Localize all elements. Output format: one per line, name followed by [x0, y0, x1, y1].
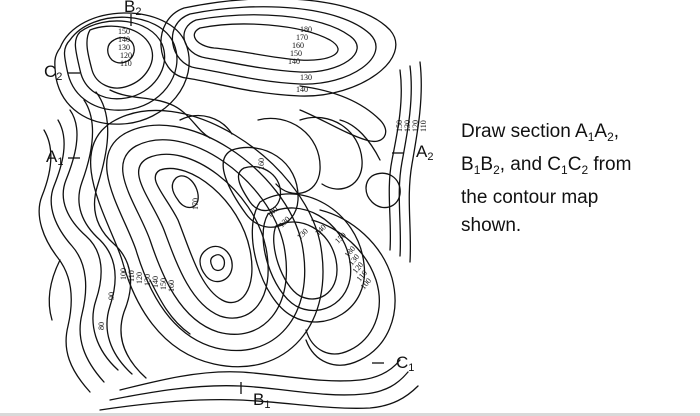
contour-map-figure: 150 140 130 120 110 180 170 160 150 140 … [38, 0, 433, 411]
contour-label: 150 [118, 27, 130, 36]
instruction-sub: 2 [581, 163, 589, 177]
instruction-sub: 1 [561, 163, 568, 177]
contour-label: 120 [120, 51, 132, 60]
contour-label: 130 [277, 215, 292, 230]
label-b1-letter: B [253, 390, 265, 409]
instruction-text-part: , and C [499, 154, 562, 175]
label-a2-letter: A [416, 142, 428, 161]
contour-label: 140 [288, 57, 300, 66]
contour-label: 150 [159, 278, 168, 290]
label-b2-sub: 2 [135, 6, 142, 18]
instruction-line-2: B1B2, and C1C2 from [461, 151, 681, 184]
contour-label: 150 [290, 49, 302, 58]
instruction-text-part: , [613, 121, 620, 142]
label-a2-sub: 2 [427, 151, 434, 163]
contour-lines [38, 0, 422, 411]
instruction-text-part: B [461, 154, 474, 175]
contour-label: 110 [419, 120, 428, 132]
label-a2: A2 [416, 143, 433, 163]
label-c1-sub: 1 [408, 362, 415, 374]
contour-map: 150 140 130 120 110 180 170 160 150 140 … [38, 0, 428, 411]
label-c1-letter: C [396, 353, 409, 372]
label-c2: C2 [44, 63, 62, 83]
label-b2: B2 [124, 0, 141, 18]
contour-label: 140 [296, 85, 308, 94]
contour-label: 130 [118, 43, 130, 52]
contour-label: 180 [300, 25, 312, 34]
instruction-line-1: Draw section A1A2, [461, 118, 681, 151]
contour-label: 140 [151, 276, 160, 288]
label-b2-letter: B [124, 0, 136, 16]
contour-label: 120 [135, 272, 144, 284]
contour-label: 160 [167, 280, 176, 292]
label-b1: B1 [253, 391, 270, 411]
contour-label: 90 [107, 292, 116, 300]
section-ticks [68, 14, 404, 394]
label-c2-letter: C [44, 62, 57, 81]
instruction-text-part: B [480, 154, 494, 175]
instruction-sub: 2 [493, 163, 500, 177]
contour-label: 100 [119, 268, 128, 280]
instruction-text: Draw section A1A2, B1B2, and C1C2 from t… [461, 118, 681, 240]
label-c1: C1 [396, 354, 414, 374]
instruction-text-part: from [588, 154, 632, 175]
contour-value-labels: 150 140 130 120 110 180 170 160 150 140 … [97, 25, 428, 330]
contour-label: 120 [411, 120, 420, 132]
bottom-border [0, 413, 700, 416]
contour-label: 170 [191, 198, 200, 210]
contour-label: 130 [143, 274, 152, 286]
instruction-text-part: C [567, 154, 582, 175]
contour-label: 140 [118, 35, 130, 44]
contour-label: 80 [97, 322, 106, 330]
label-a1-letter: A [46, 147, 58, 166]
contour-label: 110 [120, 59, 132, 68]
instruction-text-part: Draw section A [461, 121, 588, 142]
instruction-sub: 2 [607, 130, 614, 144]
instruction-line-4: shown. [461, 215, 522, 236]
label-b1-sub: 1 [264, 399, 271, 411]
contour-label: 150 [395, 120, 404, 132]
contour-label: 160 [257, 158, 266, 170]
instruction-sub: 1 [587, 130, 595, 144]
contour-label: 170 [296, 33, 308, 42]
instruction-text-part: A [594, 121, 608, 142]
label-a1-sub: 1 [57, 156, 64, 168]
instruction-sub: 1 [473, 163, 481, 177]
contour-label: 130 [403, 120, 412, 132]
contour-label: 150 [333, 231, 348, 246]
label-a1: A1 [46, 148, 63, 168]
contour-label: 130 [300, 73, 312, 82]
contour-label: 160 [292, 41, 304, 50]
instruction-line-3: the contour map [461, 187, 599, 208]
label-c2-sub: 2 [56, 71, 63, 83]
contour-label: 110 [127, 270, 136, 282]
